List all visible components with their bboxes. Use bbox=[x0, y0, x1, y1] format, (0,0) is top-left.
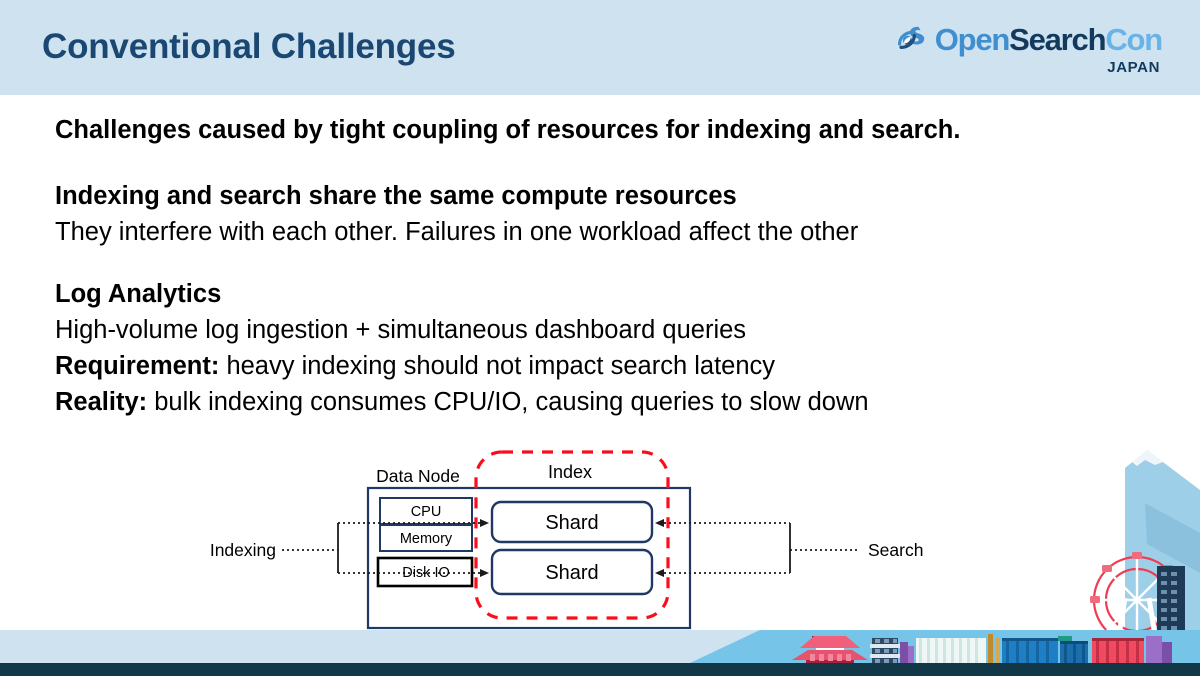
section2-line3: Reality: bulk indexing consumes CPU/IO, … bbox=[55, 384, 1165, 420]
spacer bbox=[55, 250, 1165, 276]
section1-text: They interfere with each other. Failures… bbox=[55, 218, 859, 246]
requirement-text: heavy indexing should not impact search … bbox=[219, 352, 776, 380]
cpu-box bbox=[379, 497, 473, 525]
shard-label-1: Shard bbox=[545, 512, 598, 534]
opensearchcon-logo: OpenSearchCon JAPAN bbox=[896, 22, 1164, 76]
purple-tower bbox=[1146, 636, 1172, 663]
memory-box bbox=[379, 524, 473, 552]
footer-dark-strip bbox=[0, 663, 1200, 676]
logo-row: OpenSearchCon bbox=[896, 22, 1164, 58]
container-stack-red bbox=[1092, 638, 1144, 663]
slide-header: Conventional Challenges OpenSearchCon JA… bbox=[0, 0, 1200, 95]
logo-word-open: Open bbox=[934, 22, 1011, 57]
section2-heading: Log Analytics bbox=[55, 280, 222, 308]
index-label: Index bbox=[548, 462, 592, 482]
light-towers bbox=[916, 634, 1000, 663]
opensearch-swirl-icon bbox=[896, 24, 932, 56]
buildings-cluster-left bbox=[870, 638, 914, 663]
teal-accent bbox=[1058, 636, 1072, 641]
requirement-label: Requirement: bbox=[55, 352, 220, 380]
index-dashed-region bbox=[474, 450, 670, 620]
shard-box-2 bbox=[490, 548, 654, 596]
disk-io-box bbox=[376, 556, 474, 588]
search-label: Search bbox=[868, 540, 923, 560]
section1-heading: Indexing and search share the same compu… bbox=[55, 182, 737, 210]
fuji-snowcap bbox=[1132, 450, 1163, 466]
fuji-shade bbox=[1145, 503, 1200, 573]
footer-band bbox=[0, 630, 1200, 676]
architecture-diagram: Data Node Index CPU Memory Disk IO Shard… bbox=[0, 440, 1000, 640]
pagoda-icon bbox=[792, 636, 868, 664]
tower-windows bbox=[1161, 572, 1177, 639]
indexing-label: Indexing bbox=[210, 540, 276, 560]
page-title: Conventional Challenges bbox=[42, 27, 456, 66]
disk-io-label: Disk IO bbox=[402, 565, 450, 581]
logo-subtitle-japan: JAPAN bbox=[1107, 59, 1160, 76]
spacer bbox=[55, 148, 1165, 178]
section2-line2: Requirement: heavy indexing should not i… bbox=[55, 348, 1165, 384]
container-stack-blue bbox=[1002, 638, 1088, 663]
reality-text: bulk indexing consumes CPU/IO, causing q… bbox=[147, 388, 869, 416]
cityscape-illustration bbox=[792, 634, 1172, 664]
shard-box-1 bbox=[490, 500, 654, 544]
cpu-label: CPU bbox=[411, 504, 442, 520]
data-node-box bbox=[366, 486, 692, 630]
section2-line1: High-volume log ingestion + simultaneous… bbox=[55, 316, 747, 344]
data-node-label: Data Node bbox=[376, 466, 460, 486]
memory-label: Memory bbox=[400, 531, 453, 547]
slide-body: Challenges caused by tight coupling of r… bbox=[55, 112, 1165, 420]
shard-label-2: Shard bbox=[545, 562, 598, 584]
logo-wordmark: OpenSearchCon bbox=[934, 22, 1164, 57]
intro-line: Challenges caused by tight coupling of r… bbox=[55, 116, 961, 144]
indexing-connector bbox=[282, 519, 489, 577]
search-connector bbox=[655, 519, 860, 577]
reality-label: Reality: bbox=[55, 388, 148, 416]
logo-word-con: Con bbox=[1105, 22, 1163, 57]
logo-word-search: Search bbox=[1009, 22, 1106, 57]
